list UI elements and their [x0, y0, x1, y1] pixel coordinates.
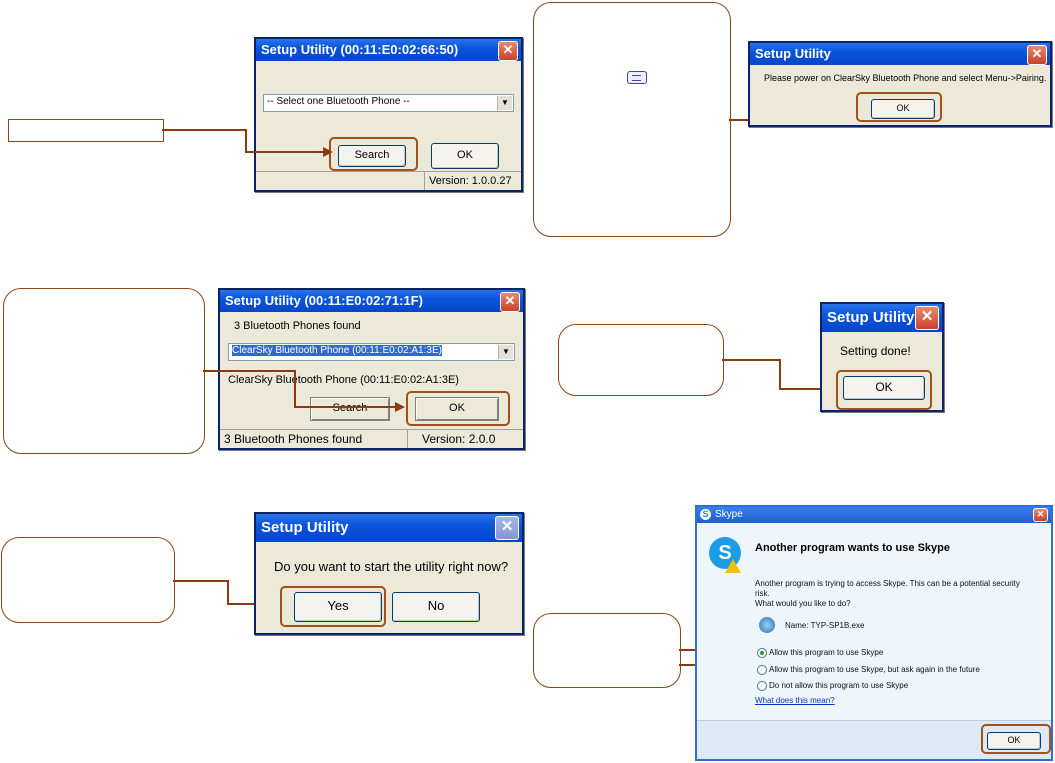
callout-box-6	[533, 613, 681, 688]
close-icon: ✕	[495, 516, 519, 540]
radio-deny[interactable]	[757, 681, 767, 691]
status-bar: 3 Bluetooth Phones found Version: 2.0.0	[220, 429, 523, 448]
arrow-icon	[395, 402, 405, 412]
select-value: -- Select one Bluetooth Phone --	[267, 96, 410, 107]
connector-line	[227, 580, 229, 605]
ok-highlight	[856, 92, 942, 122]
radio-allow[interactable]	[757, 648, 767, 658]
option-allow-label: Allow this program to use Skype	[769, 648, 884, 657]
ok-button[interactable]: OK	[871, 99, 935, 119]
skype-logo-icon: S	[700, 509, 711, 520]
skype-heading: Another program wants to use Skype	[755, 542, 950, 554]
close-icon[interactable]: ✕	[915, 306, 939, 330]
option-deny-label: Do not allow this program to use Skype	[769, 681, 909, 690]
arrow-icon	[323, 147, 333, 157]
callout-box-5	[1, 537, 175, 623]
connector-line	[779, 359, 781, 390]
dialog-message: Setting done!	[840, 344, 911, 358]
found-label: 3 Bluetooth Phones found	[234, 320, 361, 332]
chevron-down-icon[interactable]: ▼	[498, 345, 513, 359]
radio-ask-again[interactable]	[757, 665, 767, 675]
dialog-title: Setup Utility (00:11:E0:02:66:50)	[256, 39, 521, 61]
search-button[interactable]: Search	[310, 397, 390, 421]
close-icon[interactable]: ✕	[1033, 508, 1048, 522]
dialog-message: Please power on ClearSky Bluetooth Phone…	[764, 73, 1047, 83]
dialog-title: Setup Utility	[256, 514, 522, 542]
callout-box-2	[533, 2, 731, 237]
search-highlight	[329, 137, 418, 171]
skype-description-1: Another program is trying to access Skyp…	[755, 579, 1020, 588]
status-bar: Version: 1.0.0.27	[256, 171, 521, 190]
dialog-title: Setup Utility	[750, 43, 1050, 65]
phone-select[interactable]: ClearSky Bluetooth Phone (00:11:E0:02:A1…	[228, 343, 515, 361]
no-button[interactable]: No	[392, 592, 480, 622]
phone-select[interactable]: -- Select one Bluetooth Phone -- ▼	[263, 94, 514, 112]
yes-highlight	[280, 586, 386, 627]
program-name: Name: TYP-SP1B.exe	[785, 621, 865, 630]
status-found: 3 Bluetooth Phones found	[224, 432, 363, 446]
connector-line	[173, 580, 228, 582]
callout-box-3	[3, 288, 205, 454]
connector-line	[245, 129, 247, 153]
program-icon	[759, 617, 775, 633]
ok-button[interactable]: OK	[431, 143, 499, 169]
version-label: Version: 2.0.0	[407, 430, 523, 448]
connector-line	[203, 370, 295, 372]
setup-dialog-3: Setup Utility (00:11:E0:02:71:1F) ✕ 3 Bl…	[218, 288, 525, 450]
selected-phone-label: ClearSky Bluetooth Phone (00:11:E0:02:A1…	[228, 374, 459, 386]
skype-description-2: risk.	[755, 589, 770, 598]
close-icon[interactable]: ✕	[500, 292, 520, 312]
callout-box-4	[558, 324, 724, 396]
ok-button[interactable]: OK	[415, 397, 499, 421]
dialog-title: Setup Utility (00:11:E0:02:71:1F)	[220, 290, 523, 312]
callout-box-1	[8, 119, 164, 142]
dialog-title: Skype	[697, 507, 1051, 523]
ok-button[interactable]: OK	[843, 376, 925, 400]
warning-icon	[725, 559, 741, 573]
connector-line	[779, 388, 831, 390]
ok-button[interactable]: OK	[987, 732, 1041, 750]
option-ask-label: Allow this program to use Skype, but ask…	[769, 665, 980, 674]
help-link[interactable]: What does this mean?	[755, 696, 835, 705]
yes-button[interactable]: Yes	[294, 592, 382, 622]
dialog-message: Do you want to start the utility right n…	[274, 559, 509, 574]
setup-dialog-4: Setup Utility ✕ Setting done! OK	[820, 302, 944, 412]
chevron-down-icon[interactable]: ▼	[497, 96, 512, 110]
skype-question: What would you like to do?	[755, 599, 851, 608]
close-icon[interactable]: ✕	[1027, 45, 1047, 65]
connector-line	[245, 151, 325, 153]
ok-highlight	[981, 724, 1051, 754]
setup-dialog-5: Setup Utility ✕ Do you want to start the…	[254, 512, 524, 635]
search-button[interactable]: Search	[338, 145, 406, 167]
connector-line	[722, 359, 780, 361]
menu-key-icon	[627, 71, 647, 84]
ok-highlight	[406, 391, 510, 426]
skype-dialog: Skype S ✕ S Another program wants to use…	[695, 505, 1053, 761]
ok-highlight	[836, 370, 932, 410]
connector-line	[162, 129, 246, 131]
select-value: ClearSky Bluetooth Phone (00:11:E0:02:A1…	[232, 345, 442, 356]
setup-dialog-2: Setup Utility ✕ Please power on ClearSky…	[748, 41, 1052, 127]
connector-line	[294, 370, 296, 408]
version-label: Version: 1.0.0.27	[424, 172, 521, 190]
close-icon[interactable]: ✕	[498, 41, 518, 61]
setup-dialog-1: Setup Utility (00:11:E0:02:66:50) ✕ -- S…	[254, 37, 523, 192]
connector-line	[294, 406, 397, 408]
